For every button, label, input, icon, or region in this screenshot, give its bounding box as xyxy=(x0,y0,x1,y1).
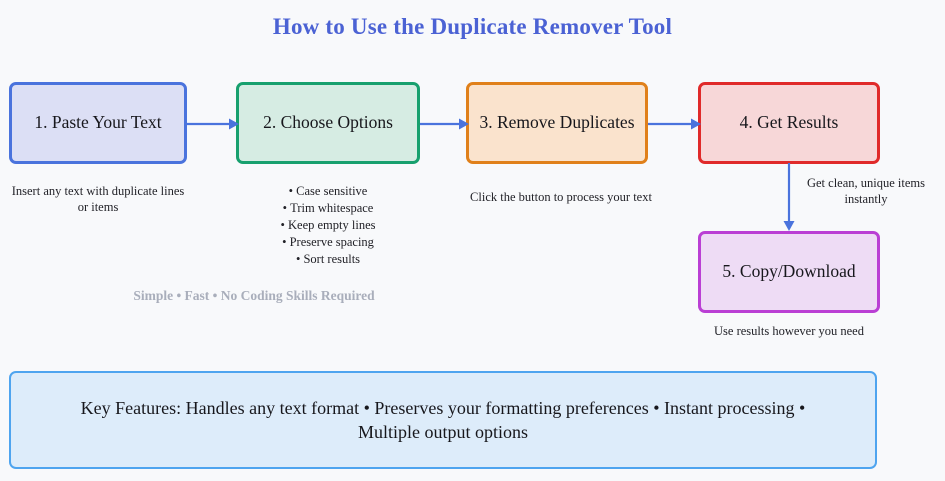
key-features-text: Key Features: Handles any text format • … xyxy=(80,397,806,442)
step-box-choose-options[interactable]: 2. Choose Options xyxy=(236,82,420,164)
key-features-panel: Key Features: Handles any text format • … xyxy=(9,371,877,469)
step-caption-paste-your-text: Insert any text with duplicate lines or … xyxy=(11,184,185,214)
step-box-copy-download[interactable]: 5. Copy/Download xyxy=(698,231,880,313)
choose-options-list: Case sensitive Trim whitespace Keep empt… xyxy=(236,183,420,268)
step-box-paste-your-text[interactable]: 1. Paste Your Text xyxy=(9,82,187,164)
step-box-label: 4. Get Results xyxy=(739,112,839,133)
arrow-step1-to-step2 xyxy=(187,118,239,130)
step-box-label: 2. Choose Options xyxy=(263,112,393,133)
tagline: Simple • Fast • No Coding Skills Require… xyxy=(133,288,375,303)
step-caption-remove-duplicates: Click the button to process your text xyxy=(470,190,652,204)
step-box-get-results[interactable]: 4. Get Results xyxy=(698,82,880,164)
step-box-label: 5. Copy/Download xyxy=(722,261,856,282)
option-item: Sort results xyxy=(236,251,420,268)
step-box-label: 1. Paste Your Text xyxy=(34,112,162,133)
arrow-step2-to-step3 xyxy=(420,118,469,130)
page-title: How to Use the Duplicate Remover Tool xyxy=(272,14,673,39)
option-item: Case sensitive xyxy=(236,183,420,200)
step-box-label: 3. Remove Duplicates xyxy=(479,112,635,133)
arrow-step3-to-step4 xyxy=(648,118,701,130)
step-caption-get-results: Get clean, unique items instantly xyxy=(806,176,926,206)
step-box-remove-duplicates[interactable]: 3. Remove Duplicates xyxy=(466,82,648,164)
option-item: Keep empty lines xyxy=(236,217,420,234)
step-caption-copy-download: Use results however you need xyxy=(714,324,864,338)
option-item: Trim whitespace xyxy=(236,200,420,217)
option-item: Preserve spacing xyxy=(236,234,420,251)
arrow-step4-to-step5 xyxy=(783,163,795,231)
